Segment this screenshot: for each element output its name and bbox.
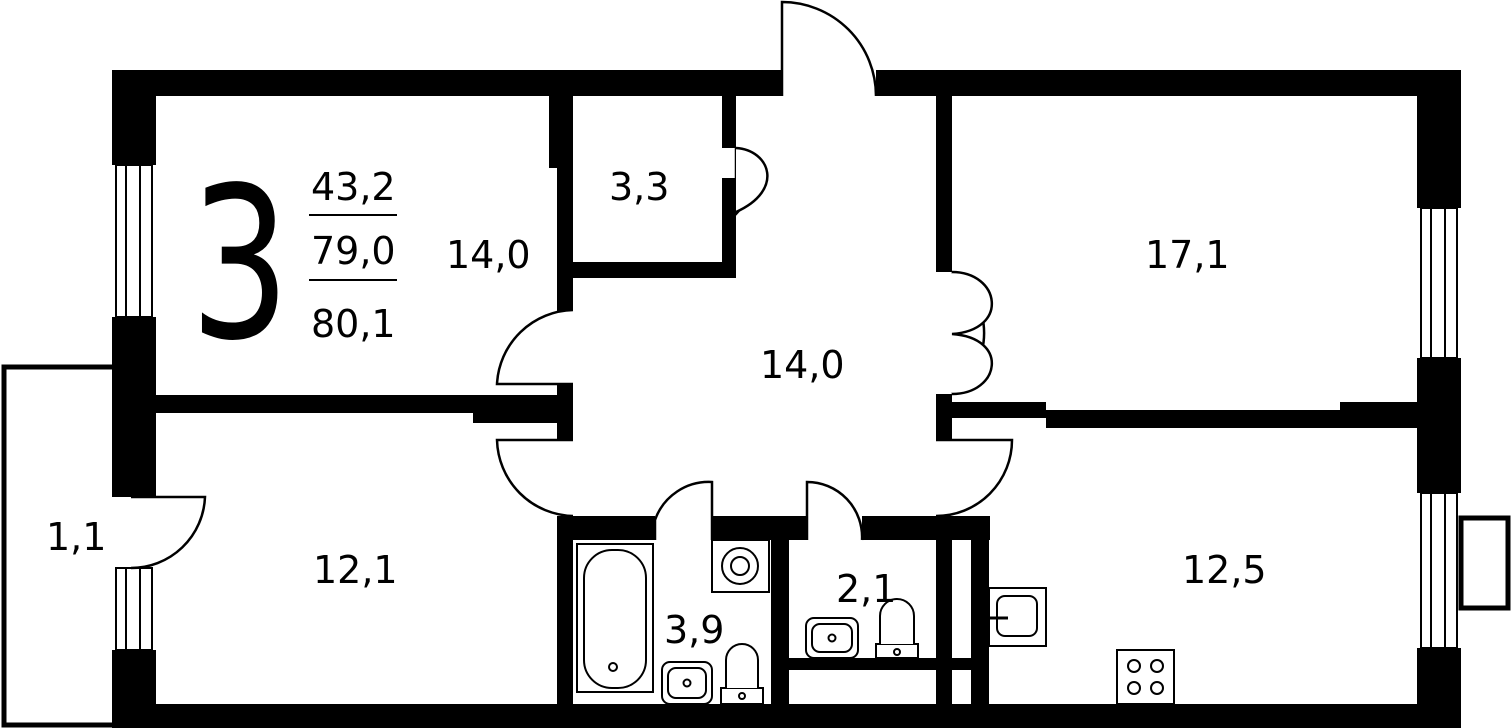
washing-machine [711,539,770,593]
entrance-door [780,0,878,97]
room-label-toilet: 2,1 [836,567,896,611]
ac-unit-outline [1458,515,1511,611]
balcony-door [130,495,207,570]
fixtures [576,539,1175,705]
room-label-bedroom-bottom-left: 12,1 [313,548,398,592]
room-label-bedroom-right: 17,1 [1145,233,1230,277]
window-right-top [1420,207,1458,359]
outer-walls [112,70,1461,728]
room-label-hall: 14,0 [760,343,845,387]
balcony-outline [1,364,112,728]
bathtub [576,543,654,693]
living-area: 43,2 [311,165,396,209]
bathroom-toilet [720,643,764,705]
room-label-bedroom-top-left: 14,0 [446,233,531,277]
stove [1116,649,1175,705]
apartment-summary: 3 43,2 79,0 80,1 [190,142,397,387]
bathroom-door [653,480,714,540]
window-right-bottom [1420,492,1458,649]
room-label-bathroom: 3,9 [664,608,724,652]
total-area-with-balcony: 80,1 [311,302,396,346]
window-left-bottom [115,567,153,651]
hall-door-left-bottom [495,438,574,518]
room-label-storage: 3,3 [609,165,669,209]
door-swings [130,0,1014,570]
room-count: 3 [190,142,290,387]
total-area: 79,0 [311,229,396,273]
kitchen-door [935,438,1014,518]
hall-door-left-top [495,308,574,386]
kitchen-sink [988,587,1047,647]
windows [115,164,1458,651]
toilet-bowl [875,598,919,659]
bathroom-sink [661,661,713,705]
room-label-balcony: 1,1 [46,515,106,559]
room-labels: 14,0 3,3 14,0 17,1 12,1 1,1 3,9 2,1 12,5 [46,165,1267,652]
interior-walls [156,96,1417,704]
window-left-top [115,164,153,318]
room-label-kitchen: 12,5 [1182,548,1267,592]
toilet-sink [805,617,859,659]
toilet-door [805,480,864,541]
